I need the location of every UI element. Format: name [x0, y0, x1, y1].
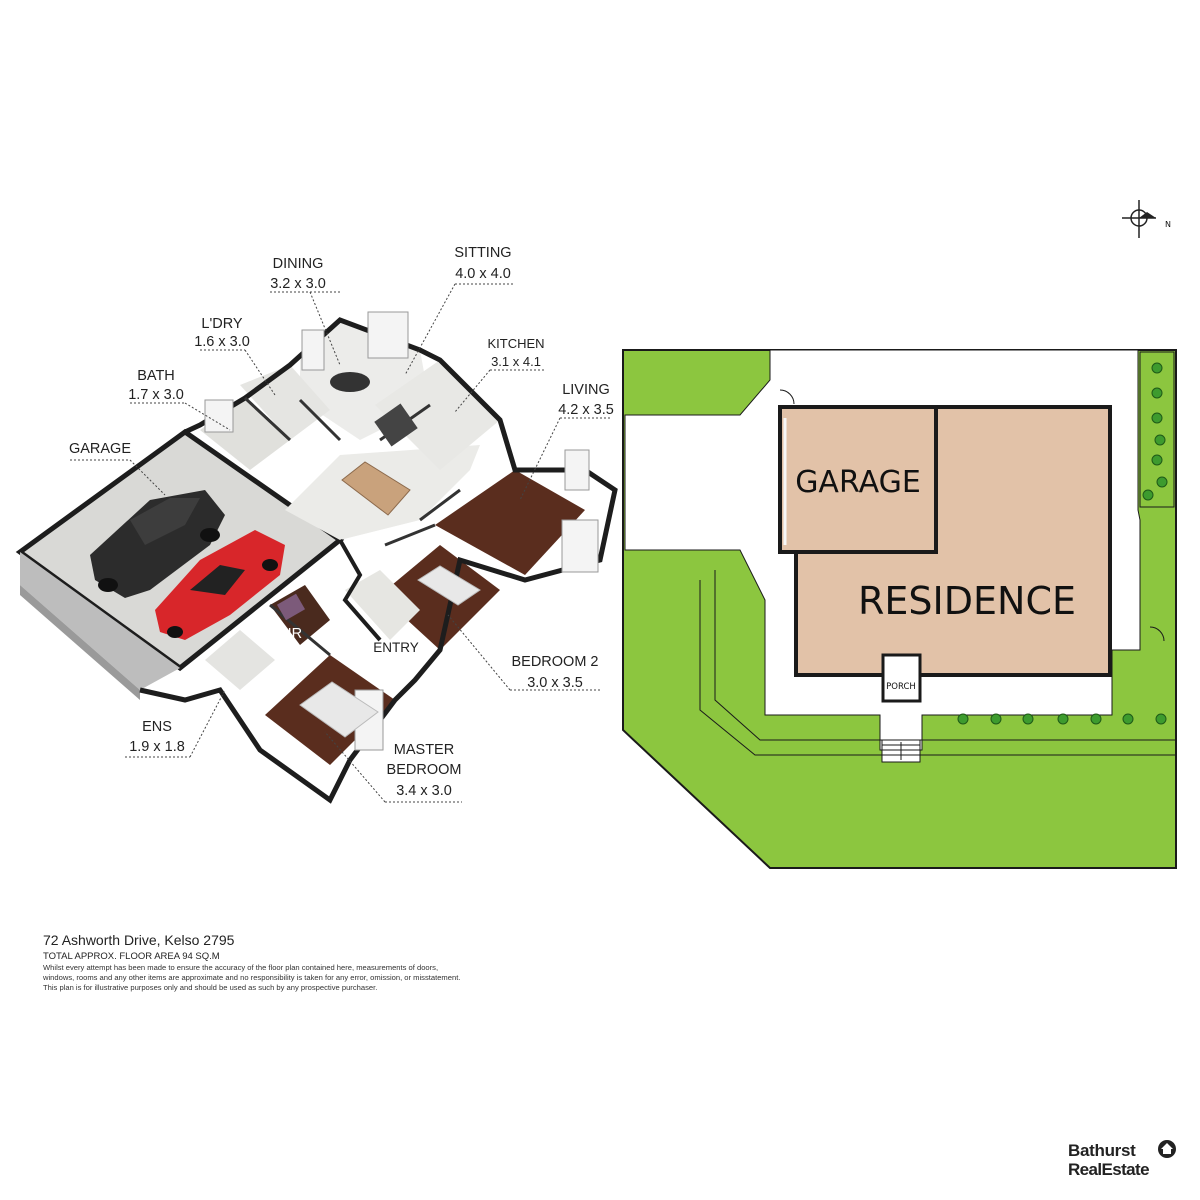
room-name-living: LIVING — [562, 382, 610, 398]
porch — [881, 653, 922, 703]
room-name-laundry: L'DRY — [201, 316, 243, 332]
kitchen-bench — [374, 403, 418, 447]
disclaimer-line: This plan is for illustrative purposes o… — [43, 983, 378, 992]
site-residence-label: RESIDENCE — [858, 579, 1076, 623]
room-dims-dining: 3.2 x 3.0 — [270, 276, 326, 292]
room-name-bath: BATH — [137, 368, 175, 384]
leader-lines — [70, 283, 612, 803]
garage-building — [778, 405, 938, 554]
shrubs — [957, 362, 1168, 725]
room-name-master-line1: MASTER — [394, 742, 454, 758]
disclaimer-line: windows, rooms and any other items are a… — [43, 973, 461, 982]
site-garage-label: GARAGE — [795, 465, 921, 500]
black-suv — [90, 490, 225, 598]
window — [564, 449, 590, 491]
window — [561, 519, 599, 573]
room-dims-kitchen: 3.1 x 4.1 — [491, 354, 541, 369]
room-name-wir: WIR — [274, 626, 302, 642]
living-floor — [435, 470, 585, 575]
gate — [1149, 626, 1165, 642]
compass-icon: N — [1122, 200, 1171, 238]
room-dims-sitting: 4.0 x 4.0 — [455, 266, 511, 282]
entry-steps — [881, 739, 921, 763]
floor-plan-3d — [15, 311, 618, 804]
dining-table — [330, 372, 370, 392]
room-name-garage: GARAGE — [69, 441, 131, 457]
window — [367, 311, 409, 359]
bedroom2-floor — [380, 545, 500, 650]
room-name-kitchen: KITCHEN — [487, 336, 544, 351]
room-dims-laundry: 1.6 x 3.0 — [194, 334, 250, 350]
garage-door-wall — [20, 552, 180, 690]
site-plan: PORCH GARAGE RESIDENCE — [622, 349, 1177, 869]
porch-label: PORCH — [886, 682, 916, 692]
total-floor-area: TOTAL APPROX. FLOOR AREA 94 SQ.M — [43, 951, 220, 962]
room-labels: DINING 3.2 x 3.0 SITTING 4.0 x 4.0 L'DRY… — [69, 245, 614, 799]
room-dims-living: 4.2 x 3.5 — [558, 402, 614, 418]
room-dims-ens: 1.9 x 1.8 — [129, 739, 185, 755]
entry-floor — [345, 570, 420, 640]
window — [204, 399, 234, 433]
disclaimer-line: Whilst every attempt has been made to en… — [43, 963, 439, 972]
room-name-dining: DINING — [273, 256, 324, 272]
plan-footer: 72 Ashworth Drive, Kelso 2795 TOTAL APPR… — [43, 932, 603, 993]
room-name-sitting: SITTING — [454, 245, 511, 261]
brand-line1: Bathurst — [1068, 1141, 1136, 1160]
gate — [779, 389, 795, 405]
compass-north-label: N — [1165, 220, 1171, 229]
room-name-ens: ENS — [142, 719, 172, 735]
red-sports-car — [155, 530, 285, 640]
room-name-bedroom2: BEDROOM 2 — [511, 654, 598, 670]
wardrobe — [276, 593, 306, 621]
room-name-master-line2: BEDROOM — [387, 762, 462, 778]
room-dims-bath: 1.7 x 3.0 — [128, 387, 184, 403]
master-bed — [299, 681, 379, 738]
bed-2 — [417, 565, 481, 606]
window — [301, 329, 325, 371]
brand-logo: Bathurst RealEstate — [1068, 1140, 1178, 1179]
property-address: 72 Ashworth Drive, Kelso 2795 — [43, 932, 235, 948]
sofa — [341, 461, 411, 516]
brand-line2: RealEstate — [1068, 1160, 1150, 1179]
room-name-entry: ENTRY — [373, 640, 419, 655]
ensuite-floor — [205, 630, 275, 690]
kitchen-floor — [375, 360, 500, 470]
house-icon — [1158, 1140, 1176, 1158]
room-dims-bedroom2: 3.0 x 3.5 — [527, 675, 583, 691]
wir-floor — [270, 585, 330, 645]
room-dims-master: 3.4 x 3.0 — [396, 783, 452, 799]
